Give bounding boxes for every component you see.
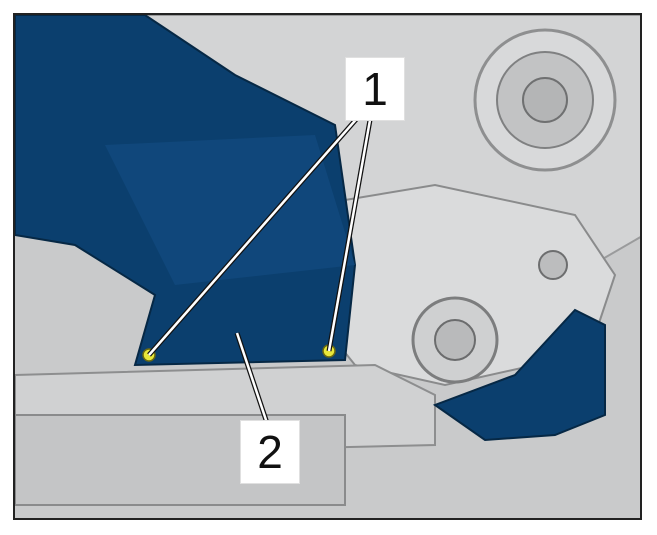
bracket-bolt: [538, 250, 568, 280]
leader-lines: [147, 113, 373, 424]
strut-nut: [522, 77, 568, 123]
callout-2: 2: [240, 420, 300, 484]
highlighted-lower-part: [432, 308, 606, 442]
exploded-parts-drawing: [15, 15, 640, 518]
cover-part-face: [105, 135, 355, 285]
callout-1: 1: [345, 57, 405, 121]
illustration-frame: [13, 13, 642, 520]
ball-joint-nut: [434, 319, 476, 361]
